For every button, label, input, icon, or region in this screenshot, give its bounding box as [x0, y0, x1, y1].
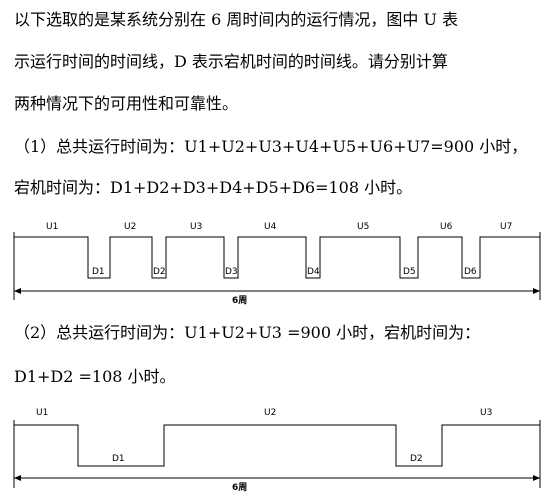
- intro-line-1: 以下选取的是某系统分别在 6 周时间内的运行情况，图中 U 表: [14, 10, 459, 29]
- label-d1: D1: [92, 267, 105, 277]
- label-d2: D2: [410, 454, 423, 464]
- span-label-6-weeks: 6周: [232, 295, 247, 306]
- case2-line-1: （2）总共运行时间为：U1+U2+U3 =900 小时，宕机时间为：: [14, 323, 481, 342]
- case1-line-1: （1）总共运行时间为：U1+U2+U3+U4+U5+U6+U7=900 小时，: [14, 137, 528, 156]
- label-d3: D3: [225, 267, 238, 277]
- label-d5: D5: [403, 267, 416, 277]
- case2-line-2: D1+D2 =108 小时。: [14, 367, 176, 386]
- intro-line-2: 示运行时间的时间线，D 表示宕机时间的时间线。请分别计算: [14, 52, 448, 71]
- label-u6: U6: [440, 222, 453, 232]
- label-u2: U2: [264, 408, 276, 418]
- label-d2: D2: [153, 267, 166, 277]
- intro-line-3: 两种情况下的可用性和可靠性。: [14, 94, 239, 113]
- label-d6: D6: [464, 267, 477, 277]
- label-u1: U1: [46, 222, 58, 232]
- case2-timeline-line: [13, 422, 541, 467]
- case2-timeline-diagram: U1 U2 U3 D1 D2 6周: [13, 408, 541, 493]
- label-u3: U3: [480, 408, 492, 418]
- label-u1: U1: [36, 408, 48, 418]
- label-d4: D4: [307, 267, 320, 277]
- span-label-6-weeks: 6周: [232, 482, 247, 493]
- label-d1: D1: [112, 454, 125, 464]
- label-u4: U4: [264, 222, 277, 232]
- label-u3: U3: [190, 222, 202, 232]
- case1-line-2: 宕机时间为：D1+D2+D3+D4+D5+D6=108 小时。: [14, 178, 413, 197]
- label-u5: U5: [357, 222, 369, 232]
- case1-timeline-diagram: U1 U2 U3 U4 U5 U6 U7 D1 D2 D3 D4 D5 D6 6…: [13, 222, 541, 306]
- label-u7: U7: [500, 222, 512, 232]
- label-u2: U2: [124, 222, 136, 232]
- case1-timeline-line: [13, 234, 541, 279]
